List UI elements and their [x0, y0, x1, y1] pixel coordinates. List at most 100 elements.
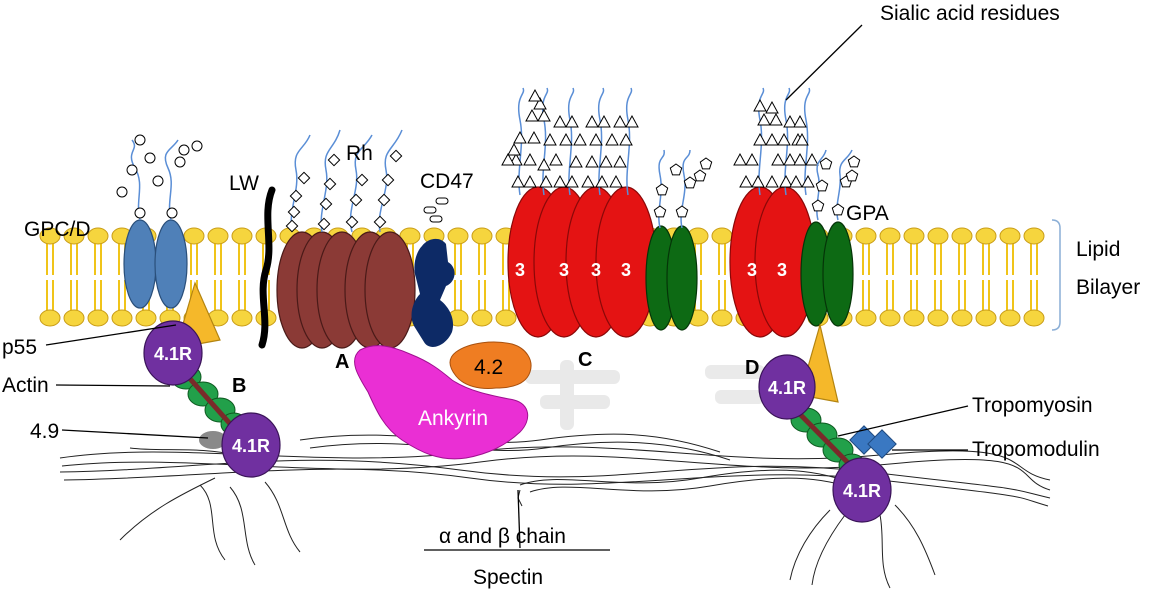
sialic-acid-residue	[757, 112, 771, 126]
gpa-glycan-residue	[811, 199, 825, 212]
band3-label: 3	[621, 260, 631, 280]
ankyrin-label: Ankyrin	[418, 407, 488, 430]
band3-label: 3	[747, 260, 757, 280]
protein-4-2-label: 4.2	[474, 356, 503, 379]
gpa-complex-d	[800, 221, 854, 327]
watermark	[525, 360, 765, 430]
band3-complex-c	[507, 186, 657, 338]
sialic-acid-residue	[801, 174, 815, 188]
sialic-acid-residue	[771, 152, 785, 166]
sialic-acid-residue	[549, 152, 563, 166]
sialic-acid-residue	[537, 157, 551, 171]
rh-glycans	[285, 129, 403, 233]
sialic-acid-residue	[765, 174, 779, 188]
bilayer-bracket	[1051, 219, 1061, 331]
gpa-glycan-residue	[847, 155, 861, 168]
sialic-acid-residue	[501, 152, 515, 166]
band3-label: 3	[777, 260, 787, 280]
protein-4-1r-d-lower: 4.1R	[832, 457, 892, 523]
gpa-complex-c	[645, 225, 698, 331]
gpcd-glycans	[116, 134, 203, 221]
sialic-acid-residue	[573, 132, 587, 146]
glycan-chain	[758, 87, 765, 196]
lw-label: LW	[229, 172, 259, 195]
glycan-chain	[804, 87, 811, 196]
sialic-acid-residue	[543, 132, 557, 146]
rh-label: Rh	[346, 142, 373, 165]
protein-4-1r-d-upper: 4.1R	[758, 354, 816, 420]
sialic-acid-residue	[585, 114, 599, 128]
gpa-glycan-residue	[815, 179, 829, 192]
gpa-glycan-residue	[675, 205, 689, 218]
sialic-acid-residue	[613, 154, 627, 168]
glycan-chain	[598, 87, 605, 196]
sialic-acid-residue	[513, 130, 527, 144]
ankyrin-protein	[354, 345, 529, 460]
svg-text:4.1R: 4.1R	[232, 436, 270, 456]
gpa-glycan-residue	[845, 169, 859, 182]
tropomodulin-label: Tropomodulin	[972, 438, 1100, 461]
cd47-glycans	[423, 197, 449, 223]
sialic-acid-residue	[523, 152, 537, 166]
gpa-glycan-residue	[655, 183, 669, 196]
complex-b-label: B	[232, 375, 246, 397]
sialic-acid-residue	[533, 96, 547, 110]
sialic-acid-residue	[553, 174, 567, 188]
gpcd-label: GPC/D	[24, 218, 91, 241]
sialic-acid-residue	[795, 132, 809, 146]
protein-4-1r-b-upper: 4.1R	[143, 320, 203, 386]
gpa-glycan-residue	[699, 157, 713, 170]
sialic-glycans-d	[733, 87, 819, 196]
sialic-glycans-c	[501, 87, 639, 196]
sialic-acid-residue	[553, 114, 567, 128]
sialic-acid-residue	[507, 142, 521, 156]
tropomodulin-protein	[849, 425, 897, 459]
sialic-acid-residue	[751, 174, 765, 188]
sialic-acid-residue	[511, 174, 525, 188]
sialic-acid-residue	[569, 154, 583, 168]
sialic-acid-residue	[539, 174, 553, 188]
protein-4-2	[449, 341, 532, 389]
bilayer-label: Bilayer	[1076, 276, 1140, 299]
sialic-acid-residue	[565, 114, 579, 128]
gpcd-protein	[123, 219, 188, 309]
sialic-acid-residue	[595, 174, 609, 188]
sialic-acid-residue	[525, 108, 539, 122]
chain-label: α and β chain	[439, 525, 566, 548]
gpa-glycans	[653, 149, 861, 229]
sialic-acid-residue	[589, 132, 603, 146]
gpa-glycan-residue	[669, 163, 683, 176]
sialic-acid-residue	[597, 114, 611, 128]
protein-4-9-label: 4.9	[30, 420, 59, 443]
leader-lines	[45, 24, 969, 551]
sialic-acid-residue	[765, 100, 779, 114]
gpa-glycan-residue	[831, 203, 845, 216]
sialic-acid-residue	[619, 132, 633, 146]
sialic-acid-residue	[765, 132, 779, 146]
sialic-acid-residue	[793, 152, 807, 166]
sialic-acid-residue	[613, 114, 627, 128]
spectrin-label: Spectin	[473, 566, 543, 589]
lw-protein	[258, 186, 276, 349]
sialic-acid-residue	[528, 88, 542, 102]
protein-4-1r-b-lower: 4.1R	[221, 412, 281, 478]
svg-text:4.1R: 4.1R	[843, 481, 881, 501]
gpa-glycan-residue	[683, 176, 697, 189]
sialic-acid-residue	[605, 132, 619, 146]
sialic-acid-residue	[769, 112, 783, 126]
rh-protein	[276, 231, 416, 349]
complex-c-label: C	[578, 349, 592, 371]
p55-label: p55	[2, 336, 37, 359]
gpa-label: GPA	[846, 202, 889, 225]
band3-label: 3	[591, 260, 601, 280]
actin-label: Actin	[2, 374, 49, 397]
sialic-acid-residue	[789, 174, 803, 188]
sialic-acid-residue	[793, 114, 807, 128]
band3-label: 3	[515, 260, 525, 280]
cd47-protein	[411, 238, 455, 347]
spectrin-network	[59, 433, 1051, 589]
sialic-acid-residue	[783, 114, 797, 128]
sialic-acid-residue	[609, 174, 623, 188]
sialic-acid-residue	[739, 174, 753, 188]
